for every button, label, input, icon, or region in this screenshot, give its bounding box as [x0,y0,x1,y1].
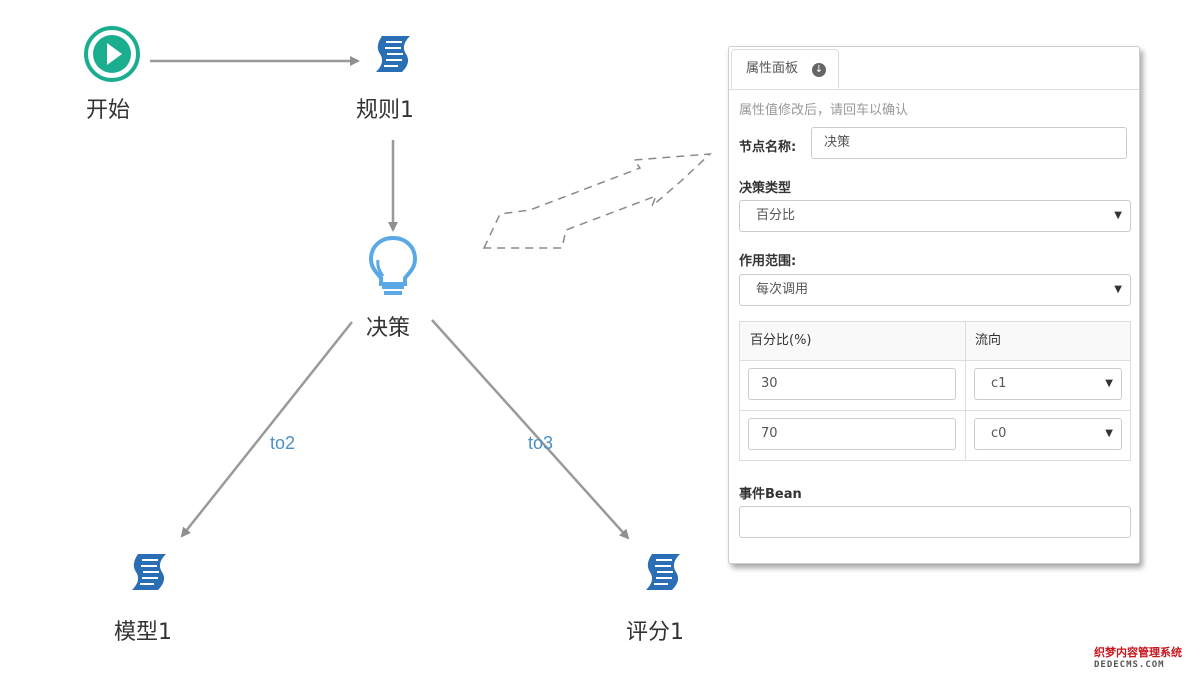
script-icon [132,554,166,590]
scope-label: 作用范围: [739,254,797,269]
event-bean-label: 事件Bean [739,487,802,502]
header-percent: 百分比(%) [750,333,812,348]
panel-tabbar: 属性面板 ↓ [729,47,1139,90]
header-flow: 流向 [975,333,1002,348]
flow-value-row2: c0 [991,426,1007,441]
script-icon [646,554,680,590]
caret-down-icon: ▼ [1114,210,1122,221]
flow-value-row1: c1 [991,376,1007,391]
watermark-line1: 织梦内容管理系统 [1094,646,1182,659]
decision-type-value: 百分比 [756,208,796,223]
percent-input-row1[interactable]: 30 [748,368,956,400]
caret-down-icon: ▼ [1114,284,1122,295]
hint-text: 属性值修改后，请回车以确认 [739,103,909,118]
start-node-label: 开始 [86,98,131,123]
scope-value: 每次调用 [756,282,809,297]
scope-select[interactable]: 每次调用 ▼ [739,274,1131,306]
percent-input-row2[interactable]: 70 [748,418,956,450]
watermark-line2: DEDECMS.COM [1094,660,1165,670]
model1-node-label: 模型1 [114,620,172,645]
table-header-row: 百分比(%) 流向 [740,322,1130,361]
score1-node[interactable] [642,550,686,594]
caret-down-icon: ▼ [1105,428,1113,439]
lightbulb-icon [368,235,418,295]
flow-select-row2[interactable]: c0 ▼ [974,418,1122,450]
watermark: 织梦内容管理系统 DEDECMS.COM [1094,644,1182,670]
decision-node-label: 决策 [366,316,411,341]
edge-to3 [431,319,630,540]
score1-node-label: 评分1 [626,620,684,645]
edge-label-to3[interactable]: to3 [528,433,554,453]
arrow-down-circle-icon[interactable]: ↓ [812,63,826,77]
property-panel: 属性面板 ↓ 属性值修改后，请回车以确认 节点名称: 决策 决策类型 百分比 ▼… [728,46,1140,564]
node-name-label: 节点名称: [739,140,797,155]
rule1-node-label: 规则1 [356,98,414,123]
percent-flow-table: 百分比(%) 流向 30 c1 ▼ 70 c0 ▼ [739,321,1131,461]
script-icon [376,36,410,72]
node-name-input[interactable]: 决策 [811,127,1127,159]
caret-down-icon: ▼ [1105,378,1113,389]
dashed-callout-arrow [482,153,713,249]
edge-to2 [180,321,353,538]
event-bean-input[interactable] [739,506,1131,538]
tab-property-panel[interactable]: 属性面板 ↓ [731,49,839,89]
decision-type-select[interactable]: 百分比 ▼ [739,200,1131,232]
decision-node[interactable] [366,234,420,298]
tab-label: 属性面板 [746,61,799,76]
decision-type-label: 决策类型 [739,181,792,196]
edge-label-to2[interactable]: to2 [270,433,296,453]
start-node[interactable] [82,24,142,84]
play-icon [84,26,140,82]
model1-node[interactable] [128,550,172,594]
flow-select-row1[interactable]: c1 ▼ [974,368,1122,400]
rule1-node[interactable] [372,32,416,76]
